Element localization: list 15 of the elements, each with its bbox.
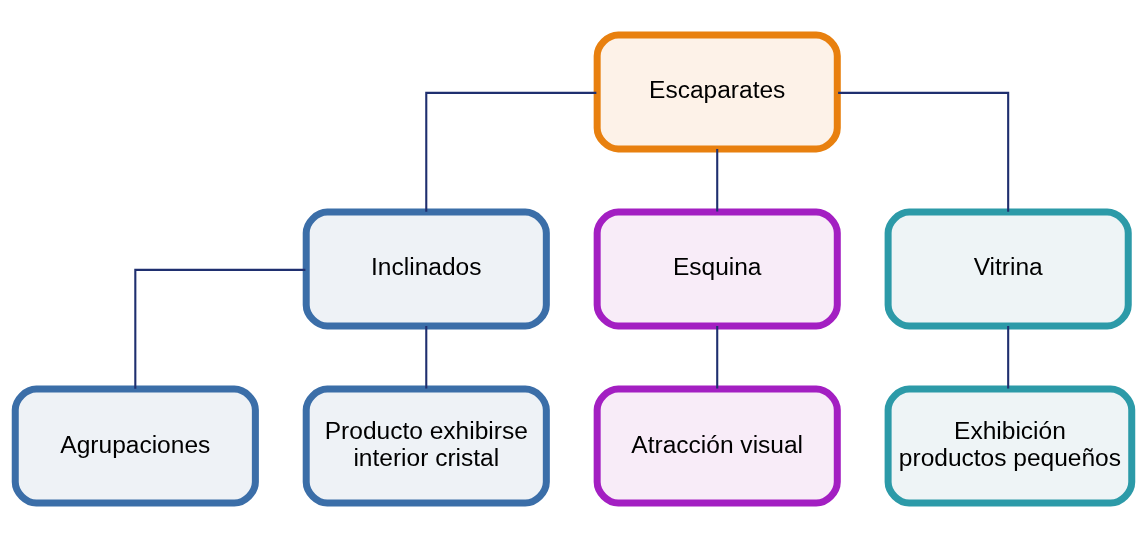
connector xyxy=(134,268,306,389)
connector xyxy=(425,326,428,389)
connector xyxy=(716,148,719,212)
connector xyxy=(838,91,1010,212)
node-box: Escaparates xyxy=(593,31,841,153)
node-box: Agrupaciones xyxy=(11,385,259,507)
node-box: Producto exhibirse interior cristal xyxy=(302,385,550,507)
node-box: Inclinados xyxy=(302,208,550,330)
node-box: Vitrina xyxy=(884,208,1132,330)
node-box: Esquina xyxy=(593,208,841,330)
connector xyxy=(425,91,597,212)
connector xyxy=(1007,326,1010,389)
node-box: Exhibición productos pequeños xyxy=(884,385,1136,507)
node-box: Atracción visual xyxy=(593,385,841,507)
connector xyxy=(716,326,719,389)
